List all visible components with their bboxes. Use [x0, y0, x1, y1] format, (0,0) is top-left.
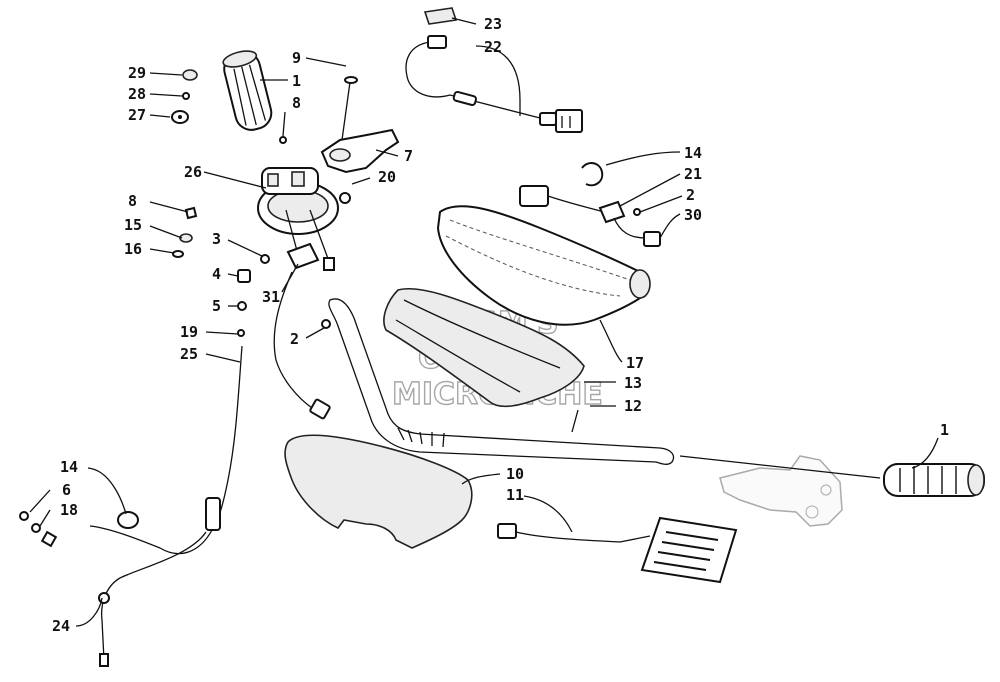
callout-2-right: 2 — [686, 186, 695, 204]
callout-27: 27 — [128, 106, 146, 124]
callout-16: 16 — [124, 240, 142, 258]
callout-8-left: 8 — [128, 192, 137, 210]
callout-23: 23 — [484, 15, 502, 33]
callout-6: 6 — [62, 481, 71, 499]
callout-labels: 23 22 9 29 1 28 8 27 7 14 26 20 21 8 2 1… — [52, 15, 949, 635]
part-pad-10 — [284, 434, 473, 549]
callout-13: 13 — [624, 374, 642, 392]
callout-19: 19 — [180, 323, 198, 341]
part-connectors-right — [519, 162, 661, 247]
callout-1-right: 1 — [940, 421, 949, 439]
callout-29: 29 — [128, 64, 146, 82]
callout-28: 28 — [128, 85, 146, 103]
callout-4: 4 — [212, 265, 221, 283]
callout-10: 10 — [506, 465, 524, 483]
callout-21: 21 — [684, 165, 702, 183]
callout-7: 7 — [404, 147, 413, 165]
part-switch-31 — [273, 242, 335, 420]
part-grip-1-left — [222, 50, 273, 131]
callout-8-top: 8 — [292, 94, 301, 112]
callout-14-left: 14 — [60, 458, 78, 476]
leader-lines — [29, 17, 939, 627]
callout-12: 12 — [624, 397, 642, 415]
callout-5: 5 — [212, 297, 221, 315]
part-heater-11 — [497, 516, 738, 584]
callout-30: 30 — [684, 206, 702, 224]
callout-26: 26 — [184, 163, 202, 181]
callout-14-right: 14 — [684, 144, 702, 162]
callout-31: 31 — [262, 288, 280, 306]
callout-18: 18 — [60, 501, 78, 519]
callout-1-left: 1 — [292, 72, 301, 90]
callout-2-mid: 2 — [290, 330, 299, 348]
callout-20: 20 — [378, 168, 396, 186]
callout-25: 25 — [180, 345, 198, 363]
callout-17: 17 — [626, 354, 644, 372]
callout-9: 9 — [292, 49, 301, 67]
callout-15: 15 — [124, 216, 142, 234]
part-grip-1-right — [883, 463, 985, 497]
part-screw-9 — [341, 76, 358, 141]
part-handlebar-12 — [328, 298, 675, 465]
part-harness-22 — [405, 35, 583, 133]
callout-11: 11 — [506, 486, 524, 504]
part-housing-26 — [257, 167, 339, 265]
parts-illustration — [19, 7, 985, 667]
callout-24: 24 — [52, 617, 70, 635]
part-small-hardware — [171, 69, 287, 144]
part-lever-7 — [320, 128, 400, 204]
part-pad-17 — [436, 205, 651, 326]
part-pad-23 — [423, 7, 458, 25]
part-left-hardware — [172, 206, 270, 337]
callout-22: 22 — [484, 38, 502, 56]
callout-3: 3 — [212, 230, 221, 248]
part-foam-13 — [383, 287, 585, 408]
